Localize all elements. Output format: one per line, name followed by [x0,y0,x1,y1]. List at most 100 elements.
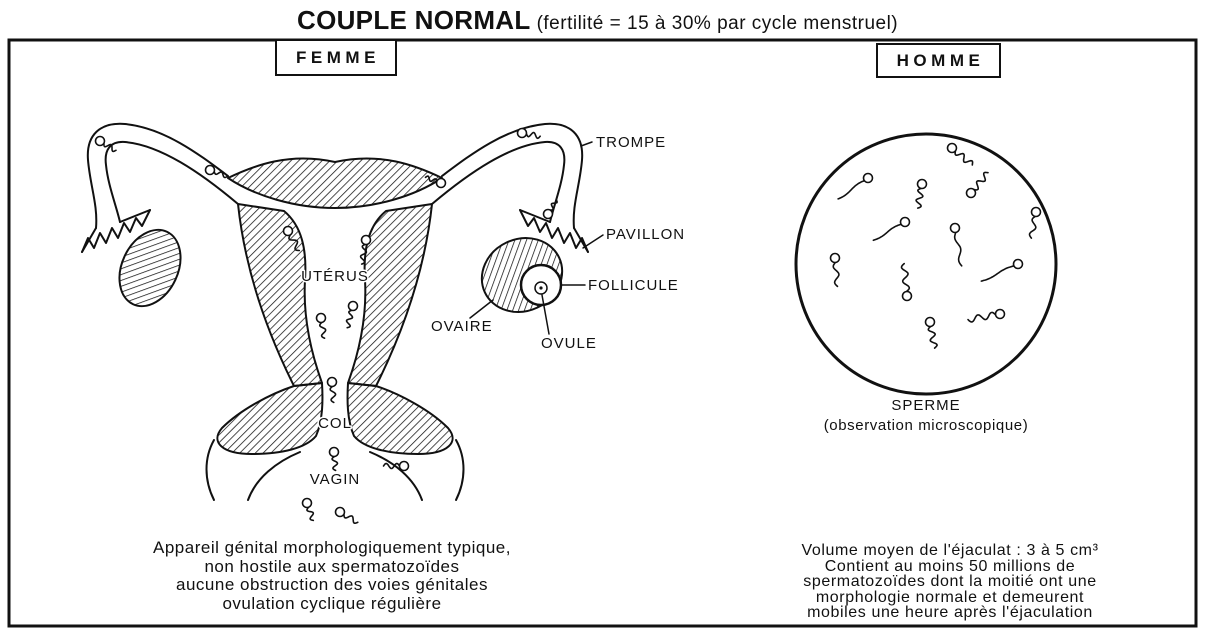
sperm-tail [320,322,326,338]
label-trompe: TROMPE [596,134,666,151]
sperm-head [518,129,527,138]
title-subtitle: (fertilité = 15 à 30% par cycle menstrue… [537,13,899,34]
label-uterus: UTÉRUS [301,268,369,285]
ovule-nucleus [539,286,542,289]
male-sperm-group [831,144,1041,349]
sperm-head [544,210,553,219]
sperm-cell [328,378,337,403]
sperm-head [303,499,312,508]
sperm-head [1014,260,1023,269]
sperm-head [317,314,326,323]
vagina-right-inner-wall [370,452,422,500]
vagina-right-outer-wall [456,440,464,500]
tube-inner-wall [106,142,238,222]
microscope-sperm-cell [981,260,1022,282]
microscope-sperm-cell [916,180,926,209]
uterus-fundus [228,158,442,208]
sperm-head [206,166,215,175]
sperm-cell [317,314,326,339]
microscope-sperm-cell [1030,208,1041,239]
title-main: COUPLE NORMAL [297,5,531,35]
sperm-head [284,227,293,236]
microscope-sperm-cell [926,318,938,349]
sperm-head [903,292,912,301]
sperm-head [1032,208,1041,217]
sperm-cell [347,302,358,328]
tube-outer-wall [442,124,582,228]
homme-caption-line: morphologie normale et demeurent [750,590,1150,606]
female-reproductive-diagram [82,124,603,523]
sperm-head [831,254,840,263]
sperm-head [948,144,957,153]
label-ovule: OVULE [541,335,597,352]
sperm-tail [968,312,996,322]
sperm-cell [544,200,558,219]
homme-caption-line: spermatozoïdes dont la moitié ont une [750,574,1150,590]
label-col: COL [318,415,352,432]
microscope-sperm-cell [831,254,840,287]
sperme-label: SPERME [891,397,960,414]
sperm-head [400,462,409,471]
ovaire-pointer [470,300,493,318]
label-pavillon: PAVILLON [606,226,685,243]
sperm-tail [833,263,839,287]
sperm-cell [518,129,541,139]
tube-inner-wall [432,142,564,222]
page-title: COUPLE NORMAL (fertilité = 15 à 30% par c… [297,5,898,35]
sperm-head [918,180,927,189]
sperm-tail [330,387,335,403]
vagina-left-inner-wall [248,452,300,500]
sperm-head [951,224,960,233]
sperm-tail [873,224,901,240]
sperm-head [362,236,371,245]
cervix-right-lobe [348,383,453,454]
sperm-tail [902,264,910,292]
homme-caption: Volume moyen de l'éjaculat : 3 à 5 cm³ C… [750,543,1150,621]
label-ovaire: OVAIRE [431,318,493,335]
label-vagin: VAGIN [310,471,361,488]
sperm-cell [330,448,339,471]
sperm-tail [347,310,353,327]
trompe-pointer [581,142,592,146]
sperm-tail [332,457,337,471]
right-fallopian-tube [432,124,588,252]
homme-caption-line: Contient au moins 50 millions de [750,559,1150,575]
femme-caption: Appareil génital morphologiquement typiq… [112,539,552,613]
femme-caption-line: non hostile aux spermatozoïdes [112,558,552,577]
homme-header: HOMME [897,51,985,70]
tube-outer-wall [88,124,228,228]
microscope-sperm-cell [948,144,973,166]
sperm-microscope-view [796,134,1056,394]
homme-caption-line: mobiles une heure après l'éjaculation [750,605,1150,621]
sperm-tail [838,181,864,199]
sperm-tail [974,172,988,190]
sperm-tail [307,507,313,520]
femme-header: FEMME [296,48,380,67]
cervix-left-lobe [217,383,322,454]
microscope-sperm-cell [951,224,962,266]
uterus-right-wall [348,204,432,386]
sperm-tail [928,326,937,348]
sperm-head [926,318,935,327]
sperm-tail [344,514,358,523]
sperm-tail [981,266,1014,281]
sperm-tail [1030,216,1036,238]
femme-header-box: FEMME [275,39,397,76]
microscope-sperm-cell [967,172,989,197]
microscope-sperm-cell [838,174,872,199]
sperm-head [328,378,337,387]
microscope-sperm-cell [902,264,912,301]
sperm-head [901,218,910,227]
microscope-sperm-cell [968,310,1005,323]
femme-caption-line: ovulation cyclique régulière [112,595,552,614]
femme-caption-line: Appareil génital morphologiquement typiq… [112,539,552,558]
sperm-tail [955,151,973,165]
uterus-left-wall [238,204,322,386]
pavillon-pointer [583,235,603,248]
femme-caption-line: aucune obstruction des voies génitales [112,576,552,595]
sperm-cell [336,508,358,524]
sperm-head [437,179,446,188]
sperm-head [330,448,339,457]
